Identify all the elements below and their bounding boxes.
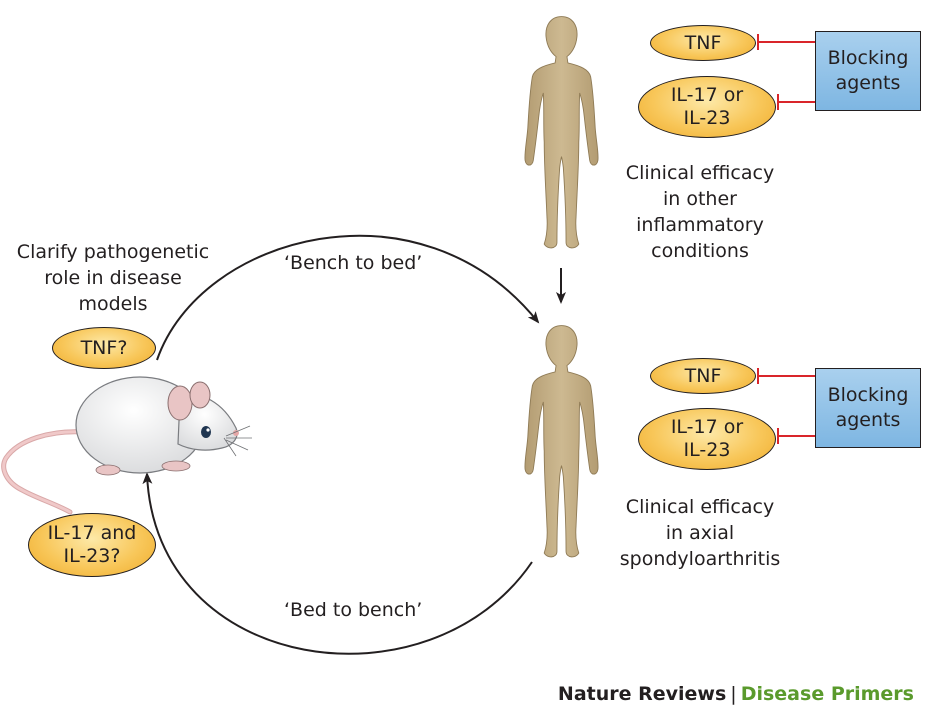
journal-name: Disease Primers	[740, 683, 914, 705]
tnf-label-bottom: TNF	[684, 364, 722, 387]
il17-il23-ellipse-bottom: IL-17 or IL-23	[638, 408, 776, 470]
efficacy-axial-spa-caption: Clinical efficacy in axial spondyloarthr…	[619, 496, 781, 570]
il17-il23-question-ellipse: IL-17 and IL-23?	[28, 513, 156, 577]
tnf-question-ellipse: TNF?	[52, 327, 156, 369]
blocking-agents-box-bottom: Blocking agents	[815, 368, 921, 448]
disease-model-caption: Clarify pathogenetic role in disease mod…	[16, 241, 210, 315]
blocking-agents-box-top: Blocking agents	[815, 31, 921, 111]
publisher-footer: Nature Reviews|Disease Primers	[558, 683, 914, 705]
footer-separator: |	[730, 683, 737, 705]
inhibition-lines-bottom	[757, 368, 815, 444]
tnf-label-top: TNF	[684, 31, 722, 54]
bed-to-bench-arrow	[142, 472, 533, 655]
brand-name: Nature Reviews	[557, 683, 727, 705]
tnf-ellipse-top: TNF	[650, 25, 756, 61]
mouse-illustration	[1, 376, 252, 515]
human-figure-top	[524, 16, 599, 249]
bench-to-bed-arrow	[156, 234, 540, 361]
tnf-ellipse-bottom: TNF	[650, 358, 756, 394]
il17-il23-ellipse-top: IL-17 or IL-23	[638, 76, 776, 138]
human-figure-bottom	[524, 325, 599, 558]
tnf-question-label: TNF?	[80, 336, 128, 359]
bench-to-bed-label: ‘Bench to bed’	[284, 252, 423, 274]
bed-to-bench-label: ‘Bed to bench’	[284, 599, 423, 621]
efficacy-other-conditions-caption: Clinical efficacy in other inflammatory …	[625, 162, 775, 262]
inhibition-lines-top	[757, 34, 815, 110]
